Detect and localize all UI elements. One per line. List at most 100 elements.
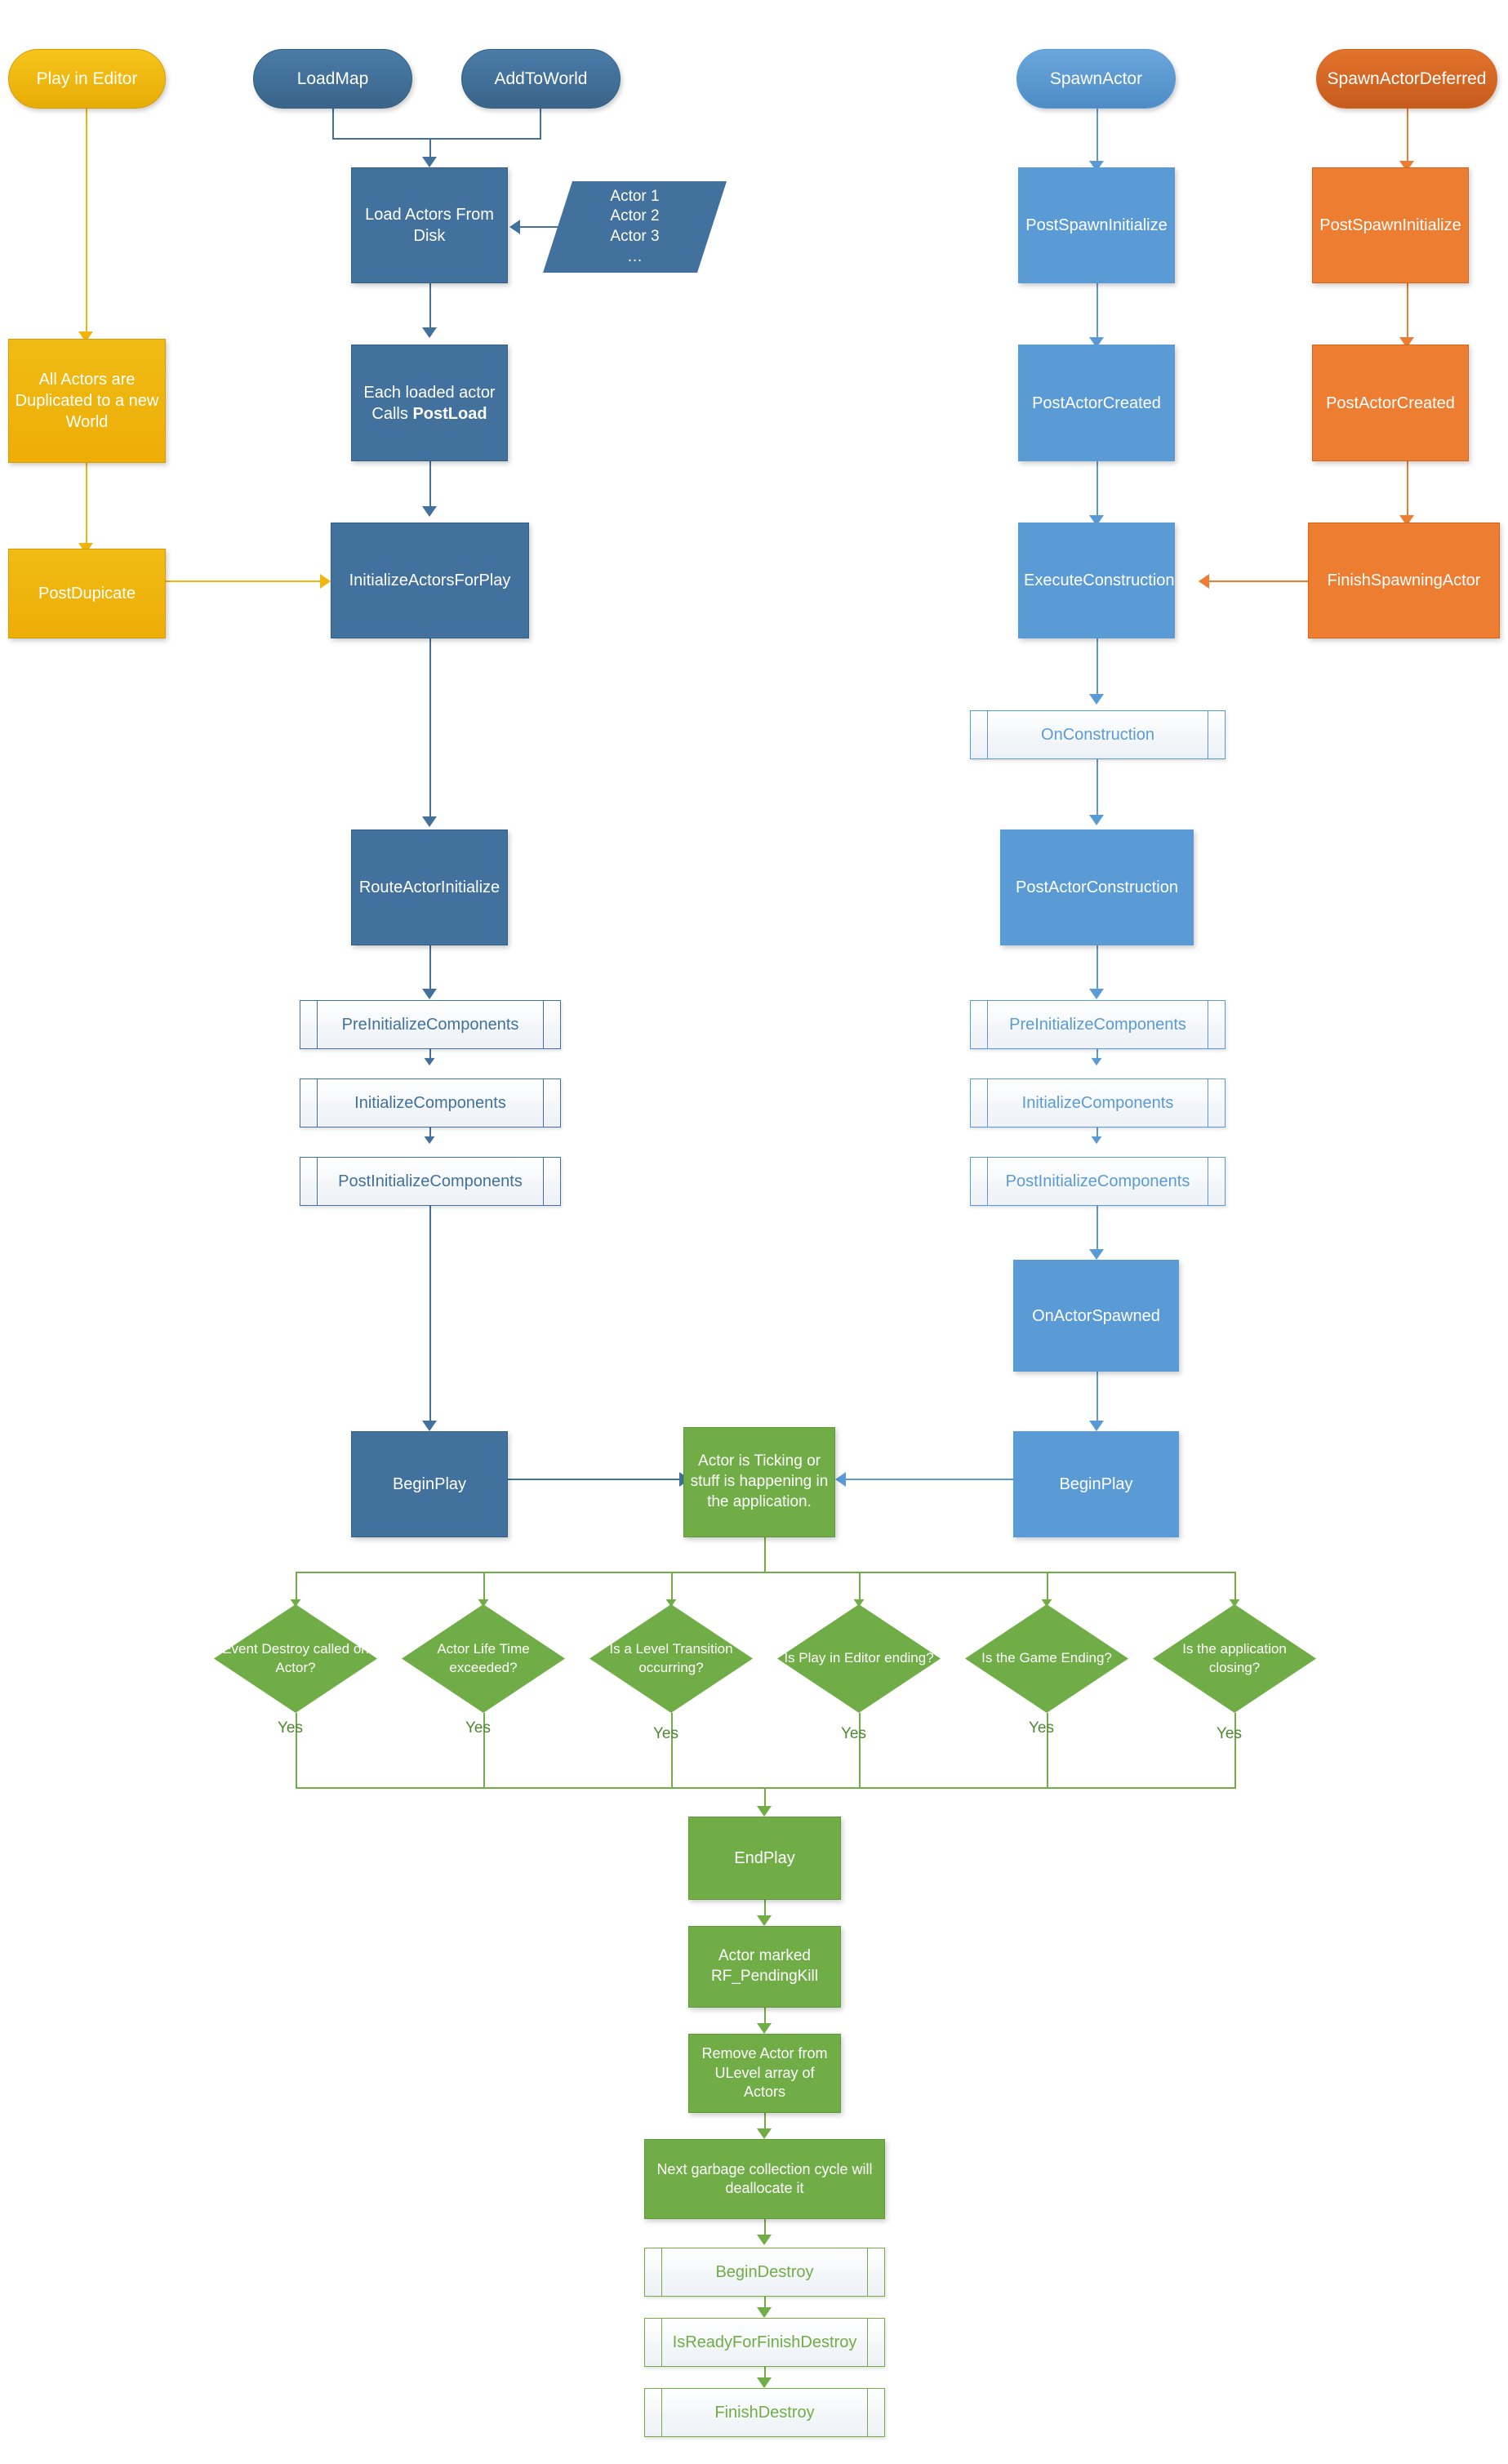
node-label: EndPlay bbox=[734, 1849, 795, 1867]
decision-play-in-editor-ending[interactable]: Is Play in Editor ending? bbox=[777, 1604, 941, 1713]
edge-label-yes-1: Yes bbox=[278, 1719, 303, 1737]
predefined-left-bar bbox=[987, 1158, 988, 1205]
node-label: PreInitializeComponents bbox=[1009, 1016, 1186, 1034]
node-post-actor-created-blue[interactable]: PostActorCreated bbox=[1018, 345, 1175, 461]
node-execute-construction[interactable]: ExecuteConstruction bbox=[1018, 523, 1175, 638]
node-is-ready-for-finish-destroy[interactable]: IsReadyForFinishDestroy bbox=[644, 2318, 885, 2367]
node-begin-destroy[interactable]: BeginDestroy bbox=[644, 2248, 885, 2297]
node-spawn-actor-deferred[interactable]: SpawnActorDeferred bbox=[1316, 49, 1497, 109]
node-initialize-actors-for-play[interactable]: InitializeActorsForPlay bbox=[331, 523, 529, 638]
postload-line1: Each loaded actor bbox=[363, 383, 496, 402]
node-label: LoadMap bbox=[296, 69, 369, 88]
predefined-right-bar bbox=[867, 2319, 868, 2366]
node-spawn-actor[interactable]: SpawnActor bbox=[1016, 49, 1176, 109]
node-label: PostActorCreated bbox=[1032, 394, 1161, 412]
node-initialize-components-left[interactable]: InitializeComponents bbox=[300, 1079, 561, 1127]
edge-label-yes-6: Yes bbox=[1217, 1725, 1242, 1742]
node-post-initialize-components-left[interactable]: PostInitializeComponents bbox=[300, 1157, 561, 1206]
node-post-actor-construction[interactable]: PostActorConstruction bbox=[1000, 829, 1194, 945]
predefined-left-bar bbox=[987, 1079, 988, 1127]
edge-label-yes-3: Yes bbox=[653, 1725, 678, 1742]
edge-label-yes-4: Yes bbox=[841, 1725, 866, 1742]
node-pre-initialize-components-right[interactable]: PreInitializeComponents bbox=[970, 1000, 1226, 1049]
node-label: PostActorConstruction bbox=[1016, 878, 1178, 896]
node-finish-spawning-actor[interactable]: FinishSpawningActor bbox=[1308, 523, 1500, 638]
decision-label: Is a Level Transition occurring? bbox=[609, 1641, 733, 1675]
node-begin-play-left[interactable]: BeginPlay bbox=[351, 1431, 508, 1537]
node-on-construction[interactable]: OnConstruction bbox=[970, 710, 1226, 759]
node-label: PostSpawnInitialize bbox=[1319, 216, 1461, 234]
node-label: Remove Actor from ULevel array of Actors bbox=[701, 2045, 828, 2101]
node-label: PostDupicate bbox=[38, 585, 136, 603]
predefined-left-bar bbox=[317, 1158, 318, 1205]
node-label: IsReadyForFinishDestroy bbox=[672, 2333, 857, 2351]
node-post-spawn-initialize-blue[interactable]: PostSpawnInitialize bbox=[1018, 167, 1175, 283]
node-label: InitializeActorsForPlay bbox=[349, 572, 511, 589]
node-label: OnActorSpawned bbox=[1032, 1306, 1160, 1325]
predefined-left-bar bbox=[661, 2389, 662, 2436]
node-play-in-editor[interactable]: Play in Editor bbox=[8, 49, 166, 109]
node-post-spawn-initialize-orange[interactable]: PostSpawnInitialize bbox=[1312, 167, 1469, 283]
node-initialize-components-right[interactable]: InitializeComponents bbox=[970, 1079, 1226, 1127]
node-end-play[interactable]: EndPlay bbox=[688, 1817, 841, 1900]
predefined-left-bar bbox=[987, 1001, 988, 1048]
node-label: BeginPlay bbox=[392, 1475, 467, 1493]
node-label: FinishDestroy bbox=[714, 2404, 815, 2422]
node-label: BeginPlay bbox=[1059, 1475, 1133, 1493]
decision-label: Event Destroy called on Actor? bbox=[222, 1641, 369, 1675]
edge-label-yes-2: Yes bbox=[465, 1719, 491, 1737]
node-label: Each loaded actor Calls PostLoad bbox=[357, 382, 502, 425]
node-label: PostInitializeComponents bbox=[338, 1172, 523, 1190]
decision-event-destroy-called[interactable]: Event Destroy called on Actor? bbox=[214, 1604, 377, 1713]
node-label: Actor is Ticking or stuff is happening i… bbox=[690, 1452, 829, 1510]
predefined-left-bar bbox=[317, 1001, 318, 1048]
predefined-right-bar bbox=[867, 2389, 868, 2436]
node-actor-marked-pendingkill[interactable]: Actor marked RF_PendingKill bbox=[688, 1926, 841, 2008]
node-label: SpawnActor bbox=[1049, 69, 1143, 88]
predefined-right-bar bbox=[543, 1079, 544, 1127]
node-label: RouteActorInitialize bbox=[358, 878, 500, 896]
node-label: OnConstruction bbox=[1041, 726, 1154, 744]
node-label: Actor 1 Actor 2 Actor 3 … bbox=[610, 187, 660, 265]
node-actor-list: Actor 1 Actor 2 Actor 3 … bbox=[543, 181, 727, 273]
decision-application-closing[interactable]: Is the application closing? bbox=[1153, 1604, 1316, 1713]
node-all-actors-duplicated[interactable]: All Actors are Duplicated to a new World bbox=[8, 339, 166, 463]
node-actor-is-ticking[interactable]: Actor is Ticking or stuff is happening i… bbox=[683, 1427, 835, 1537]
node-label: InitializeComponents bbox=[354, 1094, 506, 1112]
predefined-right-bar bbox=[543, 1001, 544, 1048]
node-label: Load Actors From Disk bbox=[365, 206, 494, 245]
node-label: SpawnActorDeferred bbox=[1327, 69, 1487, 88]
decision-actor-life-time-exceeded[interactable]: Actor Life Time exceeded? bbox=[402, 1604, 565, 1713]
node-on-actor-spawned[interactable]: OnActorSpawned bbox=[1013, 1260, 1179, 1372]
predefined-left-bar bbox=[987, 711, 988, 758]
decision-label: Is Play in Editor ending? bbox=[784, 1650, 934, 1666]
node-post-actor-created-orange[interactable]: PostActorCreated bbox=[1312, 345, 1469, 461]
predefined-left-bar bbox=[661, 2319, 662, 2366]
predefined-left-bar bbox=[317, 1079, 318, 1127]
node-label: ExecuteConstruction bbox=[1024, 572, 1175, 589]
node-garbage-collection-cycle[interactable]: Next garbage collection cycle will deall… bbox=[644, 2139, 885, 2219]
node-pre-initialize-components-left[interactable]: PreInitializeComponents bbox=[300, 1000, 561, 1049]
edge-label-yes-5: Yes bbox=[1029, 1719, 1054, 1737]
node-begin-play-right[interactable]: BeginPlay bbox=[1013, 1431, 1179, 1537]
decision-level-transition-occurring[interactable]: Is a Level Transition occurring? bbox=[589, 1604, 753, 1713]
decision-game-ending[interactable]: Is the Game Ending? bbox=[965, 1604, 1128, 1713]
node-label: PostActorCreated bbox=[1326, 394, 1455, 412]
node-finish-destroy[interactable]: FinishDestroy bbox=[644, 2388, 885, 2437]
node-load-actors-from-disk[interactable]: Load Actors From Disk bbox=[351, 167, 508, 283]
node-route-actor-initialize[interactable]: RouteActorInitialize bbox=[351, 829, 508, 945]
node-each-loaded-actor-calls-postload[interactable]: Each loaded actor Calls PostLoad bbox=[351, 345, 508, 461]
node-load-map[interactable]: LoadMap bbox=[253, 49, 412, 109]
node-label: InitializeComponents bbox=[1021, 1094, 1174, 1112]
node-label: BeginDestroy bbox=[715, 2263, 814, 2281]
node-remove-actor-from-ulevel[interactable]: Remove Actor from ULevel array of Actors bbox=[688, 2034, 841, 2113]
node-post-initialize-components-right[interactable]: PostInitializeComponents bbox=[970, 1157, 1226, 1206]
node-label: Actor marked RF_PendingKill bbox=[711, 1947, 818, 1985]
node-label: AddToWorld bbox=[494, 69, 588, 88]
node-add-to-world[interactable]: AddToWorld bbox=[461, 49, 621, 109]
node-label: PreInitializeComponents bbox=[341, 1016, 519, 1034]
node-label: PostInitializeComponents bbox=[1005, 1172, 1190, 1190]
node-post-dupicate[interactable]: PostDupicate bbox=[8, 549, 166, 638]
predefined-right-bar bbox=[867, 2248, 868, 2296]
node-label: PostSpawnInitialize bbox=[1025, 216, 1168, 234]
